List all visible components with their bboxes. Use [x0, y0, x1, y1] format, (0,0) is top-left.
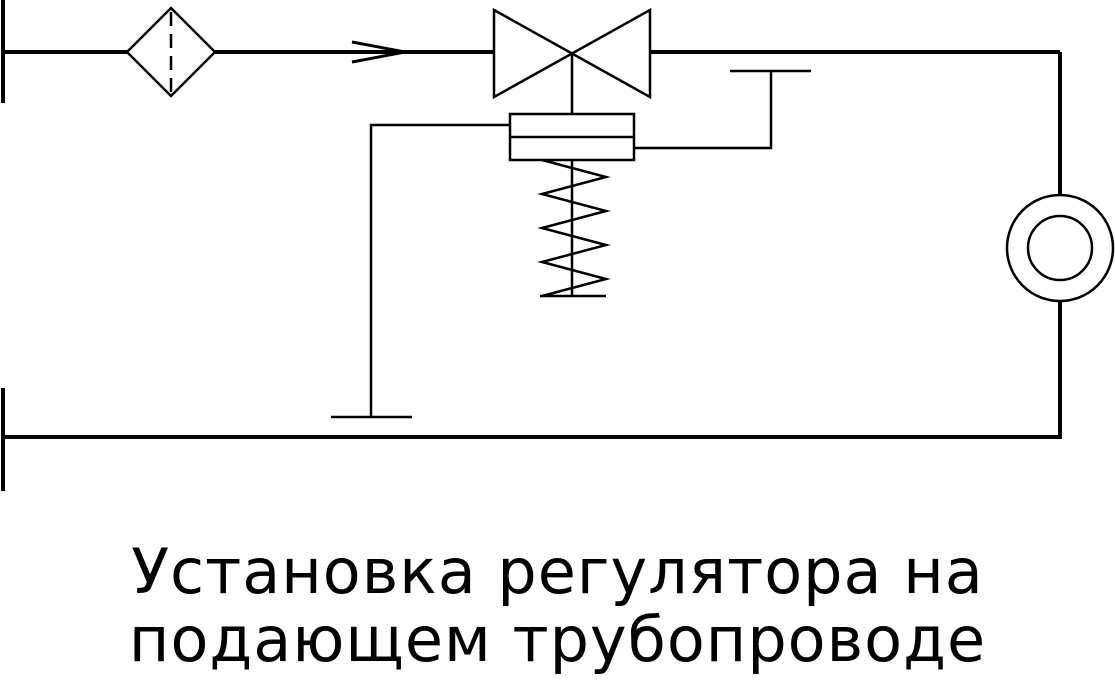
control-valve — [492, 7, 652, 114]
impulse-line-downstream — [634, 69, 811, 150]
caption-line-1: Установка регулятора на — [131, 535, 984, 608]
filter-icon — [125, 6, 217, 98]
return-pipe — [1, 301, 1062, 491]
diaphragm-actuator — [508, 112, 636, 162]
consumer-icon — [1005, 193, 1115, 303]
impulse-line-upstream — [331, 123, 510, 419]
flow-arrow-icon — [351, 40, 406, 64]
spring-icon — [537, 158, 611, 298]
diagram-caption: Установка регулятора на подающем трубопр… — [0, 538, 1115, 674]
supply-pipe — [1, 0, 1062, 195]
caption-line-2: подающем трубопроводе — [128, 603, 987, 676]
